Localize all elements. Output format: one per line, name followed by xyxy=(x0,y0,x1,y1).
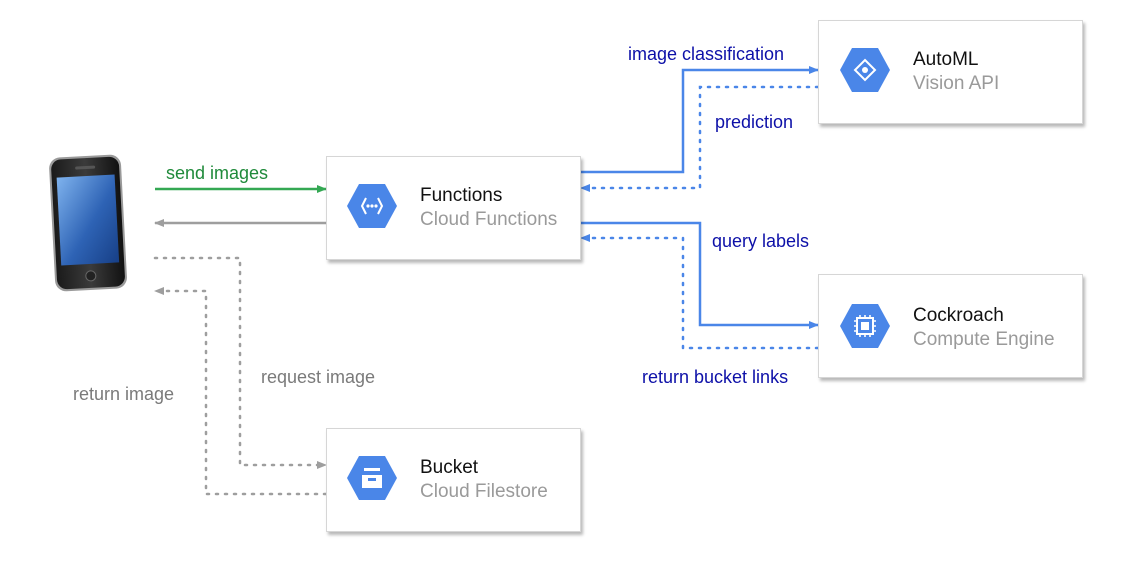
node-cockroach-title: Cockroach xyxy=(913,305,1004,326)
label-prediction: prediction xyxy=(715,112,794,132)
cloud-filestore-icon xyxy=(347,456,397,500)
node-bucket[interactable]: Bucket Cloud Filestore xyxy=(326,428,581,532)
node-bucket-title: Bucket xyxy=(420,457,479,478)
edge-query-labels xyxy=(581,221,819,329)
node-functions-subtitle: Cloud Functions xyxy=(420,209,558,230)
node-automl[interactable]: AutoML Vision API xyxy=(818,20,1083,124)
automl-vision-icon xyxy=(840,48,890,92)
node-functions-title: Functions xyxy=(420,185,503,206)
label-image-classification: image classification xyxy=(628,44,785,64)
label-return-image: return image xyxy=(73,384,175,404)
label-send-images: send images xyxy=(166,163,269,183)
cloud-functions-icon xyxy=(347,184,397,228)
smartphone-icon xyxy=(49,154,127,292)
label-return-bucket-links: return bucket links xyxy=(642,367,789,387)
compute-engine-icon xyxy=(840,304,890,348)
edge-prediction xyxy=(579,85,820,192)
label-request-image: request image xyxy=(261,367,376,387)
label-query-labels: query labels xyxy=(712,231,810,251)
node-cockroach[interactable]: Cockroach Compute Engine xyxy=(818,274,1083,378)
edge-image-classification xyxy=(581,66,819,174)
edge-return-bucket-links xyxy=(579,234,820,350)
node-cockroach-subtitle: Compute Engine xyxy=(913,329,1055,350)
node-automl-title: AutoML xyxy=(913,49,979,70)
edge-request-image xyxy=(153,256,328,469)
node-automl-subtitle: Vision API xyxy=(913,73,1000,94)
node-functions[interactable]: Functions Cloud Functions xyxy=(326,156,581,260)
node-bucket-subtitle: Cloud Filestore xyxy=(420,481,548,502)
